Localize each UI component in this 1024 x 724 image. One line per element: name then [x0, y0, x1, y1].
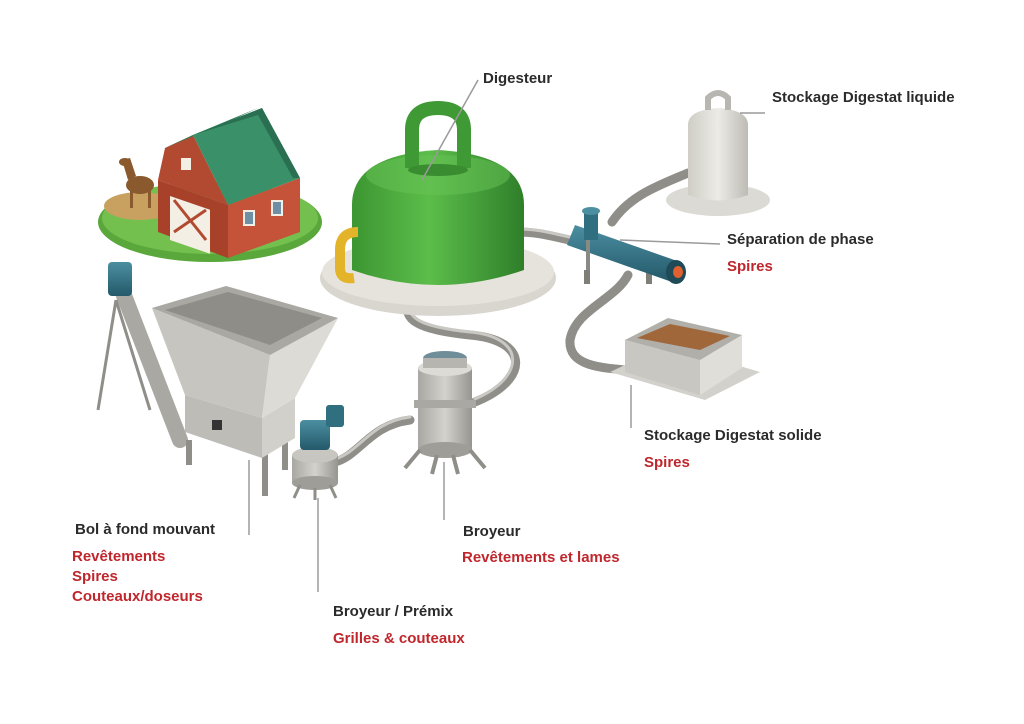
label-digesteur: Digesteur — [483, 70, 553, 87]
leader-digesteur — [421, 79, 479, 181]
label-broyeur: Broyeur — [463, 523, 521, 540]
label-bol: Bol à fond mouvant — [75, 521, 215, 538]
label-premix: Broyeur / Prémix — [333, 603, 454, 620]
premix-grinder-icon — [292, 405, 344, 500]
grinder-icon — [403, 351, 487, 475]
leader-separation — [619, 239, 721, 245]
liquid-storage-tank-icon — [666, 90, 770, 216]
label-separation-sub: Spires — [727, 258, 773, 275]
label-bol-sub-1: Revêtements — [72, 548, 166, 565]
label-stockage-solide-sub: Spires — [644, 454, 690, 471]
digester-tank-icon — [320, 100, 556, 316]
label-separation: Séparation de phase — [727, 231, 874, 248]
label-bol-sub-2: Spires — [72, 568, 118, 585]
label-bol-sub-3: Couteaux/doseurs — [72, 588, 203, 605]
label-broyeur-sub: Revêtements et lames — [462, 549, 620, 566]
pipes — [330, 168, 693, 467]
phase-separator-icon — [567, 207, 686, 284]
label-premix-sub: Grilles & couteaux — [333, 630, 465, 647]
label-stockage-liquide: Stockage Digestat liquide — [772, 89, 955, 106]
label-stockage-solide: Stockage Digestat solide — [644, 427, 822, 444]
leader-lines — [248, 79, 765, 592]
moving-floor-hopper-icon — [96, 262, 338, 496]
barn-icon — [98, 108, 322, 262]
horse-icon — [119, 158, 154, 208]
label-bol-sub: Revêtements Spires Couteaux/doseurs — [72, 547, 203, 607]
solid-storage-bin-icon — [610, 318, 760, 400]
